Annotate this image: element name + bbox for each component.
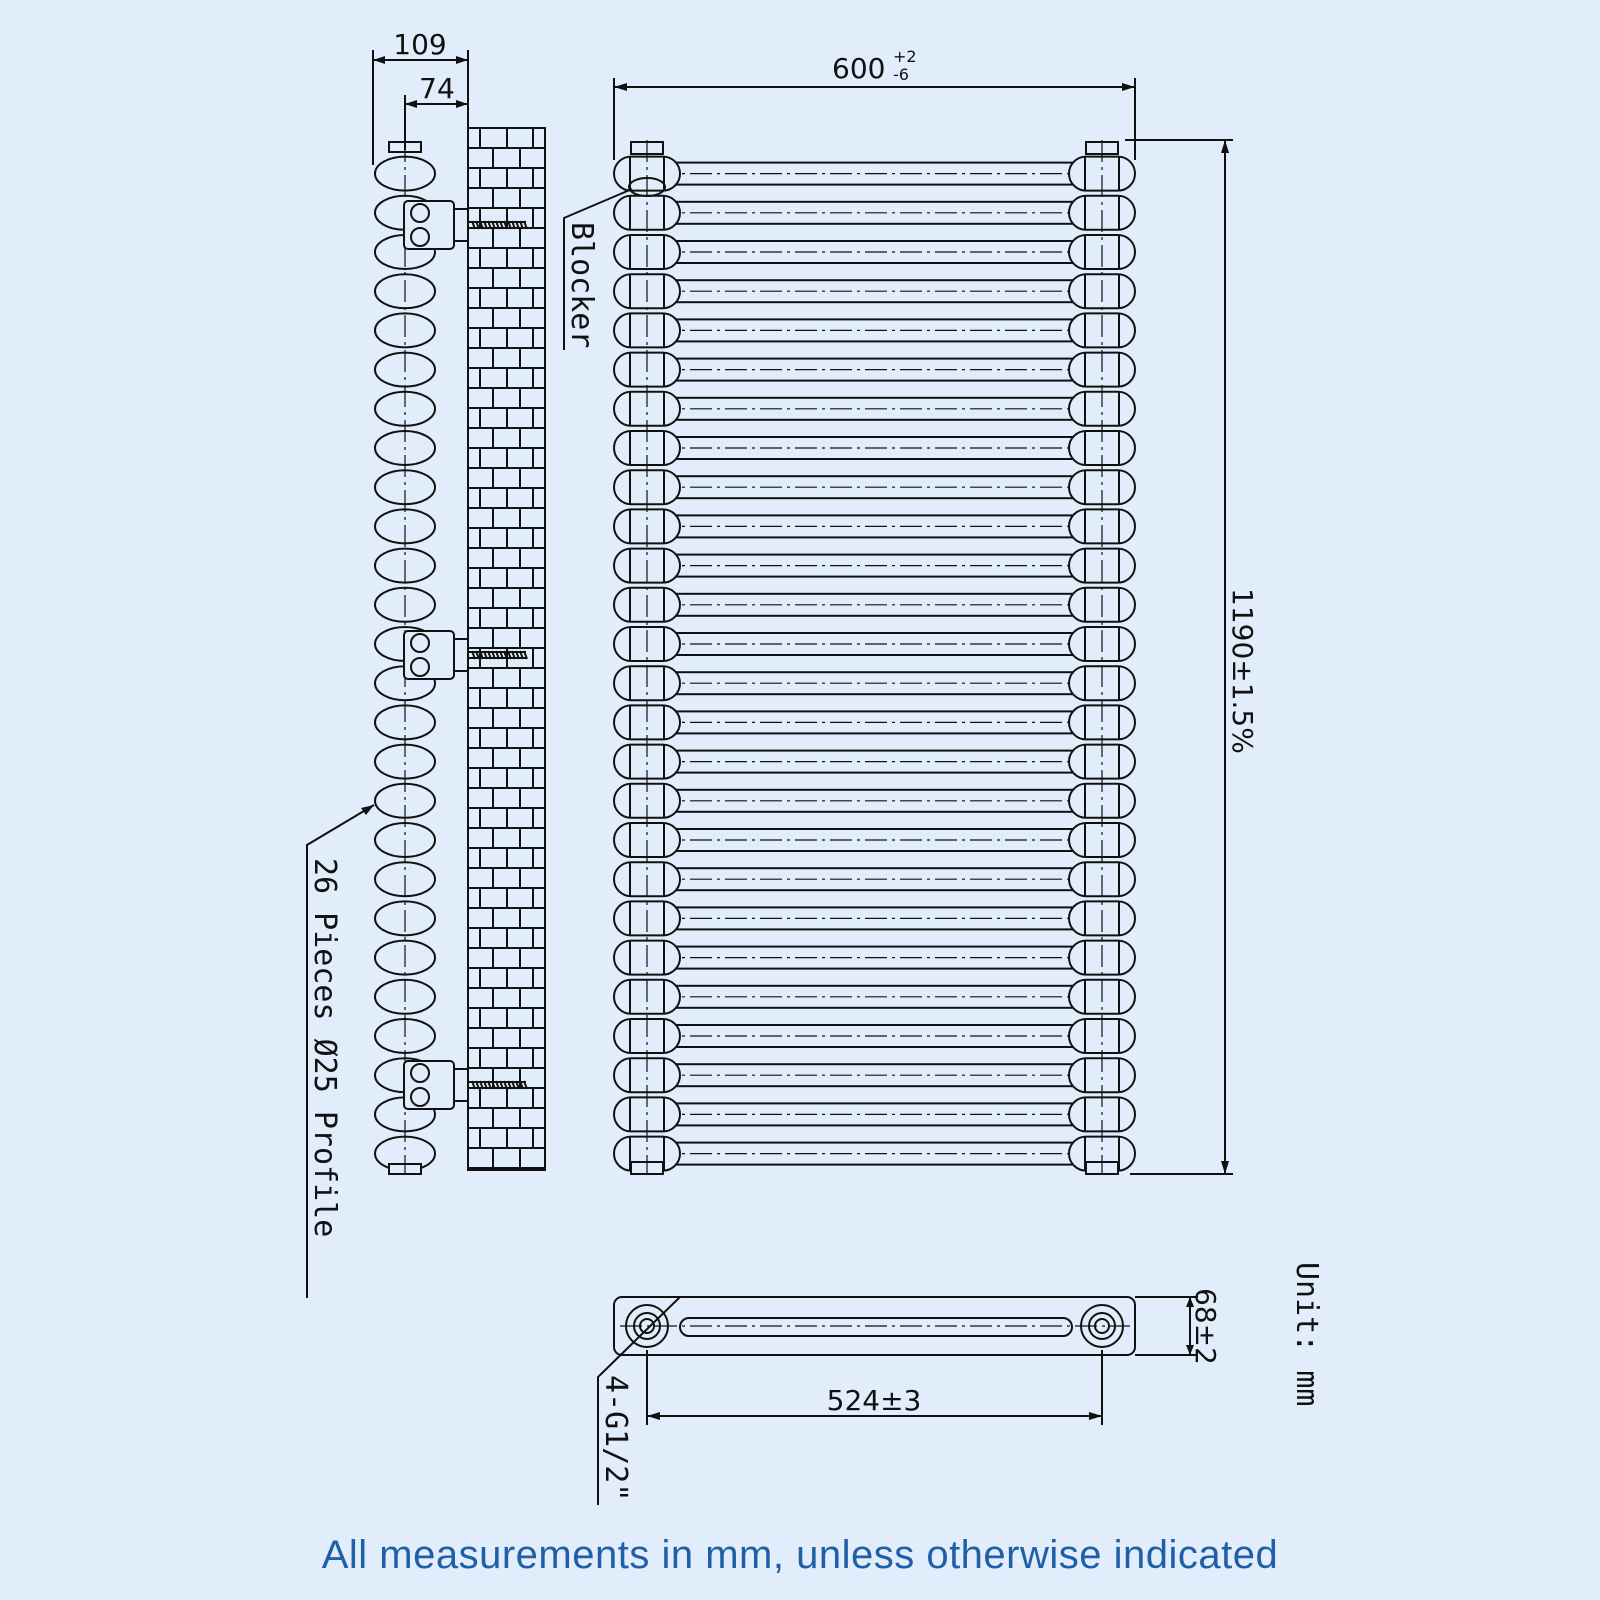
- top-view: 68±2 524±3 4-G1/2": [597, 1288, 1222, 1505]
- height-label: 1190±1.5%: [1226, 588, 1259, 754]
- depth-109-label: 109: [393, 28, 446, 61]
- centers-label: 524±3: [827, 1384, 922, 1417]
- width-tol-lower: -6: [893, 65, 909, 84]
- width-label: 600: [832, 52, 885, 85]
- height-dimension: 1190±1.5%: [1125, 139, 1259, 1175]
- profile-leader: 26 Pieces Ø25 Profile: [306, 804, 375, 1298]
- front-view: [613, 140, 1136, 1175]
- measurement-note: All measurements in mm, unless otherwise…: [321, 1533, 1279, 1577]
- depth-74-label: 74: [419, 72, 455, 105]
- connections-label: 4-G1/2": [598, 1375, 633, 1501]
- width-dimension: 600 +2 -6: [613, 47, 1136, 160]
- wall-brackets: [403, 200, 528, 1110]
- column-depth-label: 68±2: [1189, 1288, 1222, 1365]
- depth-dimensions: 109 74: [372, 28, 469, 165]
- side-view: [374, 127, 546, 1175]
- unit-label: Unit: mm: [1289, 1262, 1324, 1407]
- blocker-leader: Blocker: [563, 177, 666, 350]
- profile-label: 26 Pieces Ø25 Profile: [307, 858, 342, 1237]
- wall-brick: [467, 127, 546, 1171]
- width-tol-upper: +2: [893, 47, 917, 66]
- blocker-label: Blocker: [564, 222, 599, 348]
